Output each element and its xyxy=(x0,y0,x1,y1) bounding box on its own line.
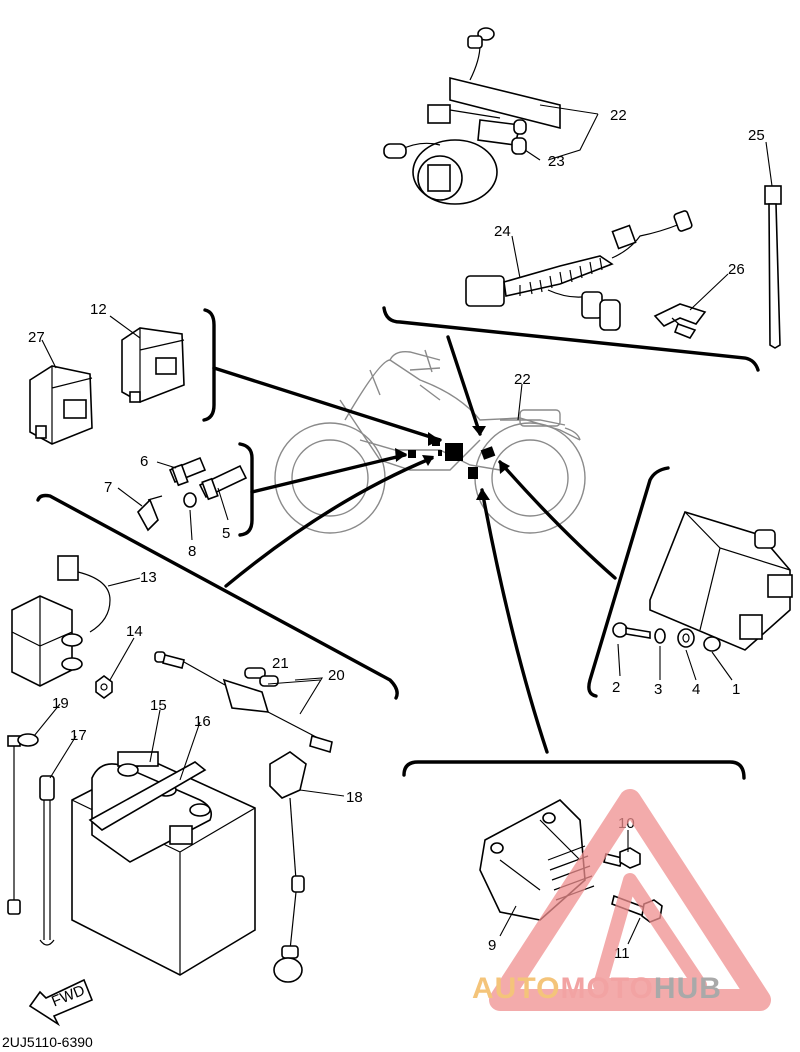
label-part-17: 17 xyxy=(70,727,87,744)
watermark-auto: AUTO xyxy=(472,972,561,1005)
label-part-5: 5 xyxy=(222,525,230,542)
label-part-12: 12 xyxy=(90,301,107,318)
cable-part-19 xyxy=(7,733,39,915)
label-part-15: 15 xyxy=(150,697,167,714)
bolt-part-10 xyxy=(603,847,641,869)
label-part-13: 13 xyxy=(140,569,157,586)
label-part-1: 1 xyxy=(732,681,740,698)
watermark-moto: MOTO xyxy=(560,972,654,1005)
small-parts-5-8 xyxy=(137,456,248,532)
label-part-19: 19 xyxy=(52,695,69,712)
label-part-21: 21 xyxy=(272,655,289,672)
screw-part-2 xyxy=(612,622,651,639)
sensor-part-18 xyxy=(269,751,307,983)
label-part-7: 7 xyxy=(104,479,112,496)
forward-arrow: FWD xyxy=(28,978,94,1027)
label-part-25: 25 xyxy=(748,127,765,144)
label-part-22-top: 22 xyxy=(610,107,627,124)
watermark-text: AUTOMOTOHUB xyxy=(472,972,722,1006)
label-part-14: 14 xyxy=(126,623,143,640)
group-brackets xyxy=(36,306,760,780)
cable-part-17 xyxy=(39,775,55,946)
label-part-6: 6 xyxy=(140,453,148,470)
label-part-26: 26 xyxy=(728,261,745,278)
cable-tie-part-25 xyxy=(764,185,782,349)
label-part-18: 18 xyxy=(346,789,363,806)
nut-part-14 xyxy=(95,675,113,699)
watermark-logo xyxy=(489,789,771,1011)
label-part-9: 9 xyxy=(488,937,496,954)
label-part-23: 23 xyxy=(548,153,565,170)
relay-part-27 xyxy=(29,365,93,445)
bike-components xyxy=(408,438,496,479)
connection-lines xyxy=(212,335,617,754)
clip-part-26 xyxy=(653,303,707,339)
label-part-27: 27 xyxy=(28,329,45,346)
drawing-code: 2UJ5110-6390 xyxy=(2,1034,93,1050)
watermark-hub: HUB xyxy=(653,972,722,1005)
label-part-16: 16 xyxy=(194,713,211,730)
label-part-11: 11 xyxy=(614,945,630,962)
label-part-20: 20 xyxy=(328,667,345,684)
battery-band-part-16 xyxy=(88,761,207,831)
label-part-3: 3 xyxy=(654,681,662,698)
label-part-24: 24 xyxy=(494,223,511,240)
label-part-4: 4 xyxy=(692,681,700,698)
ecu-part-1 xyxy=(649,511,793,652)
washer-part-4 xyxy=(677,628,695,648)
regulator-part-9 xyxy=(479,799,595,921)
label-leaders xyxy=(33,104,773,945)
label-part-2: 2 xyxy=(612,679,620,696)
fuse-lead-parts-20-21 xyxy=(154,651,333,754)
motorcycle-outline xyxy=(274,349,586,534)
wire-harness-part-22 xyxy=(383,27,561,205)
label-part-22-bike: 22 xyxy=(514,371,531,388)
starter-relay-part-13 xyxy=(11,555,111,687)
relay-part-12 xyxy=(121,327,185,403)
sub-harness-part-24 xyxy=(465,210,693,331)
washer-part-3 xyxy=(654,628,666,644)
label-part-8: 8 xyxy=(188,543,196,560)
